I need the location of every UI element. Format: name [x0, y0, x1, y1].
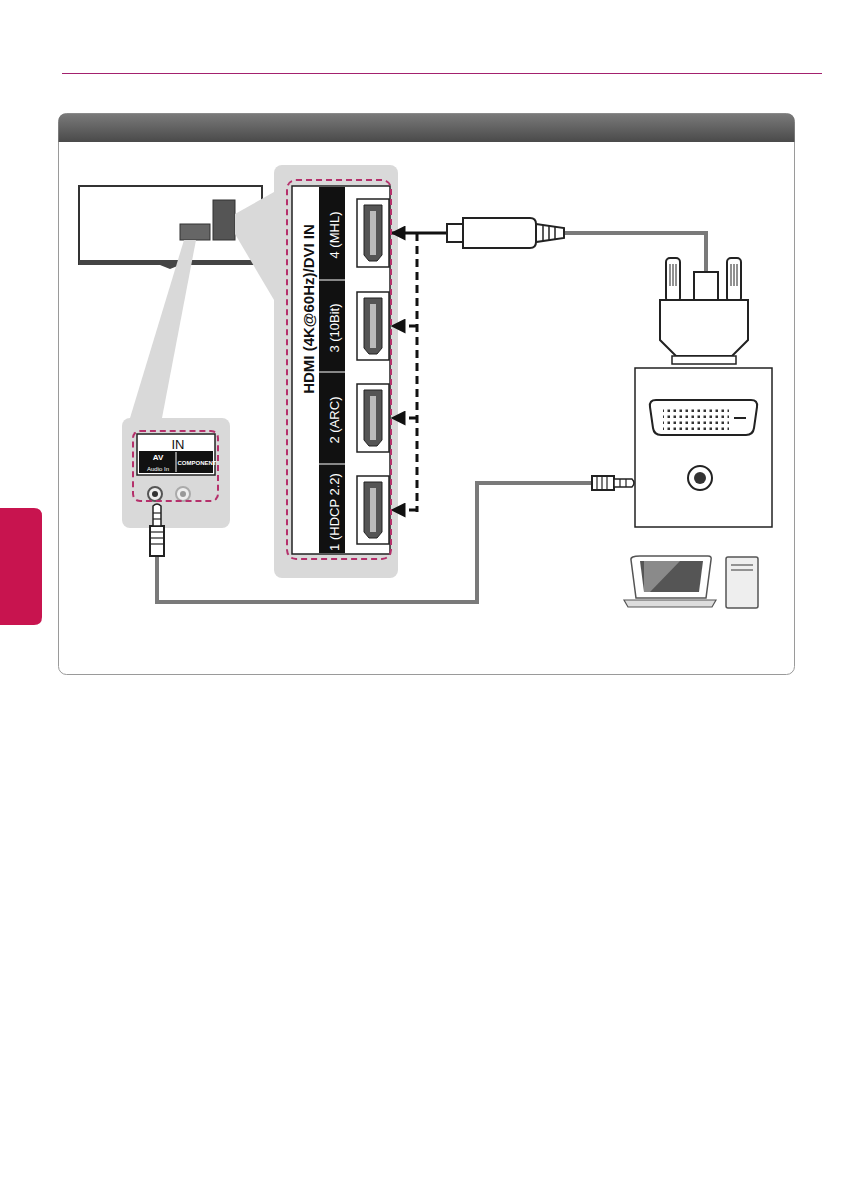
input-heading: IN: [172, 438, 185, 451]
dvi-port: [650, 400, 757, 435]
hdmi-arrow: [392, 232, 446, 235]
figure-frame: [59, 114, 795, 675]
pc-rear-panel: [635, 368, 772, 527]
av-bar-divider: [176, 452, 177, 472]
audio-plug-body: [592, 476, 614, 490]
screw-knurl: [670, 264, 737, 286]
alt-port-arrow: [392, 417, 417, 420]
band-divider: [319, 280, 345, 281]
component-jack-hole: [180, 491, 186, 497]
pc-audio-jack-hole: [694, 472, 706, 484]
hdmi-callout-panel: [274, 165, 398, 578]
jack-label: COMPONENT: [178, 460, 217, 466]
alt-port-arrow: [392, 509, 417, 512]
jack-sublabel: Audio In: [147, 466, 169, 472]
laptop-glare: [644, 561, 680, 592]
laptop-base: [624, 600, 716, 607]
tower-bay: [731, 564, 753, 565]
hdmi-dvi-cable: [565, 233, 706, 276]
hdmi-input-panel: HDMI (4K@60Hz)/DVI IN 4 (MHL) 3 (10Bit) 2 (…: [286, 179, 392, 560]
av-jack-hole: [152, 491, 158, 497]
port-group-label: HDMI (4K@60Hz)/DVI IN: [301, 224, 316, 394]
dvi-plug-tip: [672, 356, 736, 364]
laptop-screen: [631, 556, 711, 598]
tv-back: [79, 186, 262, 264]
tv-av-block: [180, 224, 210, 240]
plug-rings: [150, 513, 164, 544]
side-tab: [0, 508, 42, 625]
audio-plug-tip: [614, 479, 634, 487]
tower-bay: [731, 569, 753, 570]
dvi-plug-body: [660, 300, 748, 356]
tv-bezel: [79, 260, 262, 265]
av-callout-panel: [122, 418, 230, 528]
alt-port-dashes: [416, 233, 419, 512]
audio-plug-tip: [153, 504, 161, 526]
hdmi-plug-tip: [447, 224, 463, 242]
port-label-band: [319, 187, 345, 553]
hdmi-plug-body: [463, 218, 536, 248]
hdmi-port: [357, 476, 389, 544]
header-bar: [59, 114, 795, 143]
hdmi-plate: [292, 186, 390, 554]
laptop-display: [640, 561, 703, 592]
alt-port-arrow: [392, 325, 417, 328]
av-plate: [137, 434, 215, 475]
hdmi-port: [357, 199, 389, 267]
boot-ridges: [543, 225, 555, 241]
port-label: 1 (HDCP 2.2): [328, 473, 341, 551]
band-divider: [319, 372, 345, 373]
audio-plug-body: [150, 526, 164, 556]
dvi-plug-boot: [694, 272, 718, 302]
tv-hdmi-block: [213, 200, 235, 240]
band-divider: [319, 464, 345, 465]
av-input-panel: IN AV Audio In COMPONENT: [132, 430, 219, 502]
dvi-screw: [727, 258, 741, 302]
jack-label: AV: [153, 454, 164, 462]
hdmi-port: [357, 292, 389, 360]
plug-rings: [597, 476, 626, 490]
dvi-screw: [666, 258, 680, 302]
zoom-wedge: [235, 192, 274, 300]
port-label: 3 (10Bit): [328, 303, 341, 352]
port-label: 4 (MHL): [328, 212, 341, 259]
audio-cable: [157, 483, 592, 602]
hdmi-plug-boot: [536, 224, 564, 242]
dvi-pins: [663, 406, 729, 430]
pc-tower: [726, 557, 758, 608]
zoom-wedge: [130, 240, 196, 418]
dvi-flat-pin: [734, 417, 746, 419]
pc-audio-jack: [688, 466, 712, 490]
header-rule: [62, 73, 822, 74]
av-jack: [148, 487, 162, 501]
component-jack: [176, 487, 190, 501]
hdmi-port: [357, 384, 389, 452]
port-label: 2 (ARC): [328, 397, 341, 444]
